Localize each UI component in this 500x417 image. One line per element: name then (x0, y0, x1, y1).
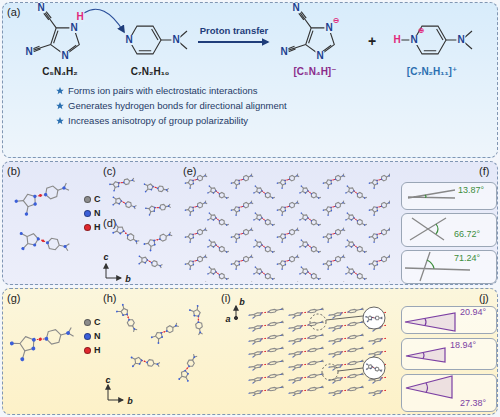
angle-box: 66.72° (401, 213, 497, 247)
axis-arrows (106, 264, 238, 400)
angle-value: 71.24° (454, 254, 480, 264)
angle-box: 71.24° (401, 250, 497, 284)
angle-sketches-f (405, 190, 470, 281)
panel-letter: (c) (103, 165, 116, 177)
panel-letter: (g) (7, 292, 20, 304)
angle-value: 27.38° (460, 399, 486, 409)
angle-value: 18.94° (450, 341, 476, 351)
angle-value: 13.87° (458, 186, 484, 196)
angle-value: 20.94° (460, 308, 486, 318)
panel-letter: (d) (103, 217, 116, 229)
panel-letter: (e) (183, 165, 196, 177)
panel-letter: (b) (7, 165, 20, 177)
angle-box: 13.87° (401, 182, 497, 210)
panel-letter: (f) (479, 165, 489, 177)
panel-letter: (a) (7, 6, 20, 18)
reaction-structures (33, 12, 473, 55)
angle-value: 66.72° (454, 230, 480, 240)
panel-band: (b) (c) (d) (e) (f) 13.87° 66.72° 71.24° (2, 161, 498, 285)
bullet-stars (56, 87, 64, 124)
angle-box: 18.94° (401, 338, 497, 370)
panel-letter: (j) (479, 292, 489, 304)
panel-letter: (i) (221, 292, 231, 304)
panel-band: (g) (h) (i) (j) 20.94° 18.94° 27.38° (2, 288, 498, 415)
angle-box: 27.38° (401, 374, 497, 412)
molecule-sketches (9, 172, 390, 396)
angle-box: 20.94° (401, 306, 497, 334)
panel-band: (a) (2, 2, 498, 158)
reaction-arrow (198, 41, 268, 43)
panel-letter: (h) (103, 292, 116, 304)
angle-sketches-j (405, 313, 455, 398)
zoom-circles (310, 307, 385, 380)
curved-arrow (84, 9, 124, 32)
